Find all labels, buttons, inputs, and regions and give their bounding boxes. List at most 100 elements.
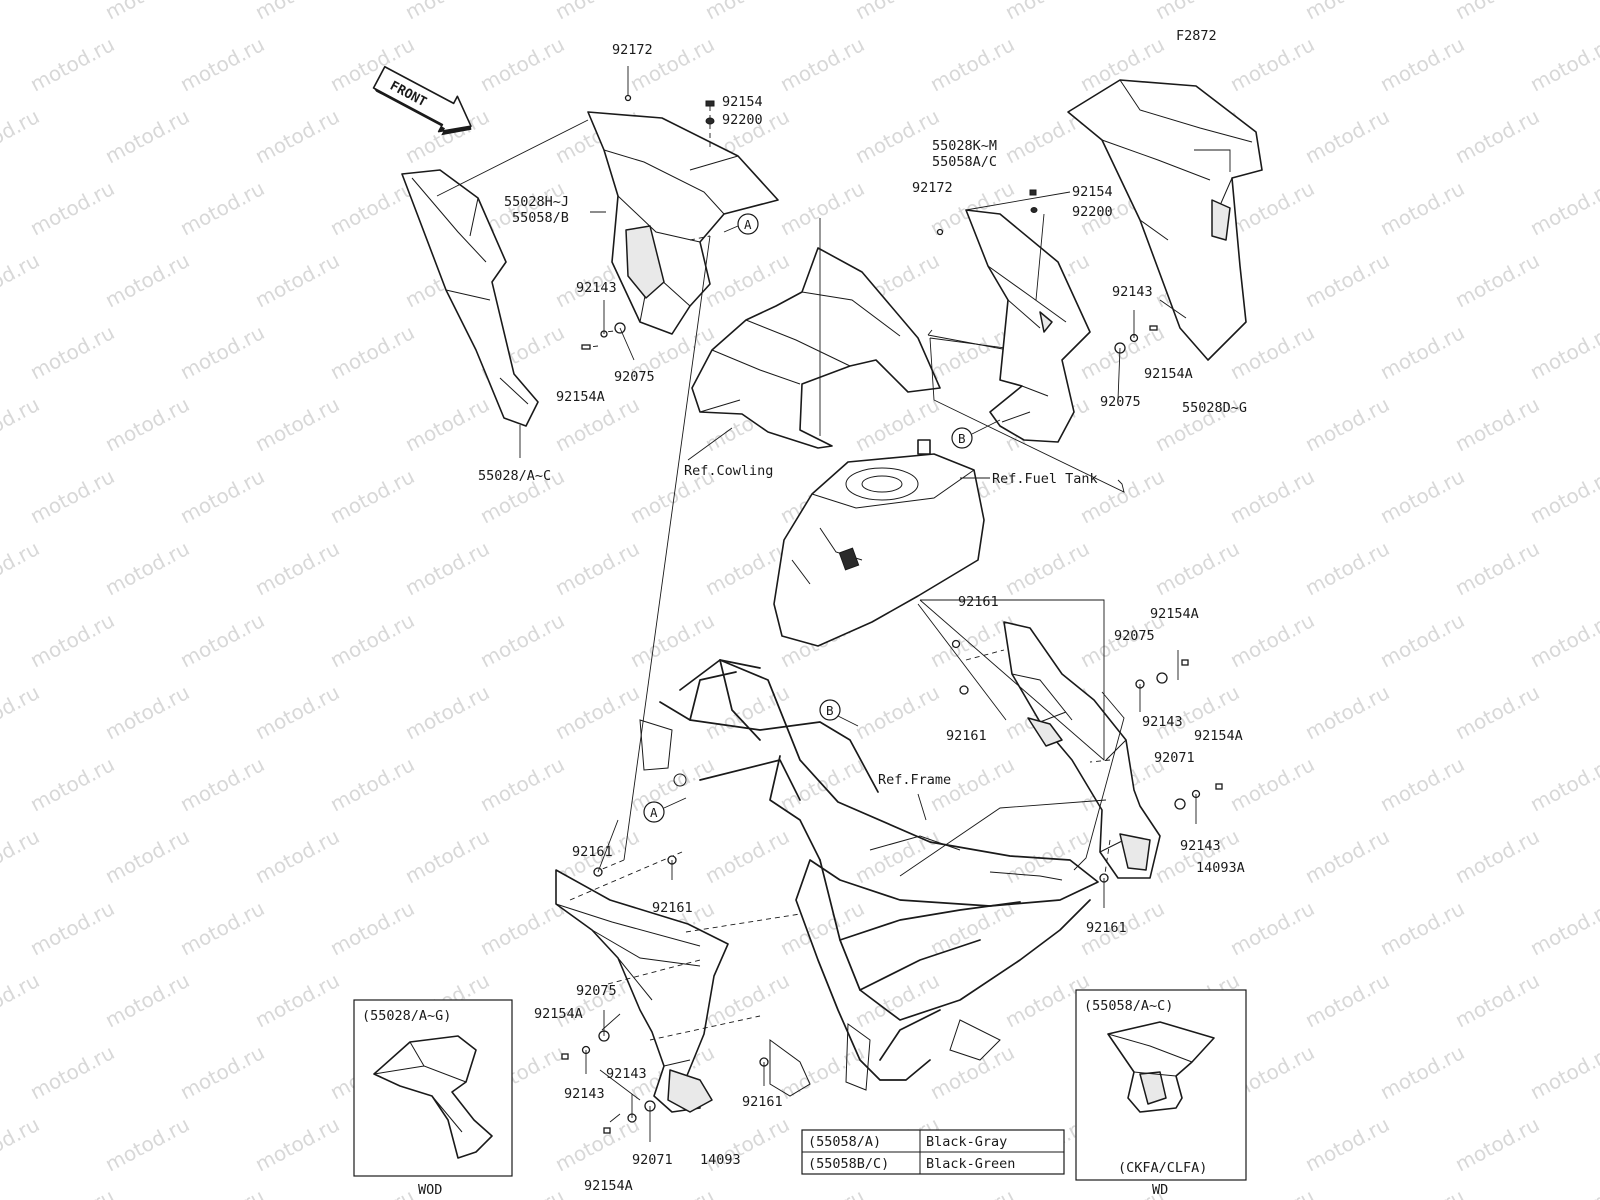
label-55058b: 55058/B: [512, 210, 569, 226]
bolt-icon: [936, 228, 944, 236]
watermark-text: motod.ru: [1226, 896, 1318, 960]
watermark-text: motod.ru: [551, 0, 643, 24]
watermark-text: motod.ru: [176, 176, 268, 240]
watermark-text: motod.ru: [476, 32, 568, 96]
washer-icon: [1030, 207, 1038, 213]
label-55028ac: 55028/A~C: [478, 468, 551, 484]
watermark-text: motod.ru: [776, 1040, 868, 1104]
bolt-icon: [581, 344, 591, 350]
watermark-text: motod.ru: [476, 1184, 568, 1200]
label-55028dg: 55028D~G: [1182, 400, 1247, 416]
watermark-text: motod.ru: [701, 968, 793, 1032]
label-92143-l2: 92143: [606, 1066, 647, 1082]
fuel-tank-ref: [773, 439, 985, 647]
label-92200: 92200: [722, 112, 763, 128]
watermark-text: motod.ru: [851, 680, 943, 744]
label-92143-right: 92143: [1112, 284, 1153, 300]
watermark-text: motod.ru: [1301, 0, 1393, 24]
watermark-text: motod.ru: [26, 176, 118, 240]
watermark-text: motod.ru: [0, 1112, 43, 1176]
label-92075-l: 92075: [576, 983, 617, 999]
watermark-text: motod.ru: [1526, 32, 1600, 96]
label-55028hj: 55028H~J: [504, 194, 569, 210]
watermark-text: motod.ru: [1526, 176, 1600, 240]
watermark-text: motod.ru: [176, 1040, 268, 1104]
watermark-text: motod.ru: [401, 0, 493, 24]
watermark-text: motod.ru: [1301, 536, 1393, 600]
watermark-text: motod.ru: [1376, 1040, 1468, 1104]
bolt-icon: [624, 94, 632, 102]
watermark-text: motod.ru: [0, 392, 43, 456]
watermark-text: motod.ru: [851, 104, 943, 168]
washer-icon: [705, 117, 715, 125]
watermark-text: motod.ru: [0, 824, 43, 888]
label-92161-l3: 92161: [742, 1094, 783, 1110]
label-92143-r1: 92143: [1142, 714, 1183, 730]
watermark-text: motod.ru: [1301, 968, 1393, 1032]
label-92161-l1: 92161: [572, 844, 613, 860]
label-92154a-l2: 92154A: [584, 1178, 633, 1194]
marker-a-upper: [737, 213, 759, 235]
label-92154a-right: 92154A: [1144, 366, 1193, 382]
washer-icon: [951, 639, 961, 649]
right-shroud-55028km: [965, 209, 1091, 443]
watermark-text: motod.ru: [1301, 1112, 1393, 1176]
watermark-text: motod.ru: [176, 320, 268, 384]
ref-frame: Ref.Frame: [878, 772, 951, 788]
label-92075-right: 92075: [1100, 394, 1141, 410]
watermark-text: motod.ru: [701, 248, 793, 312]
bolt-icon: [603, 1127, 611, 1134]
label-92071-l: 92071: [632, 1152, 673, 1168]
watermark-text: motod.ru: [401, 680, 493, 744]
color-table-row2-color: Black-Green: [926, 1156, 1015, 1172]
watermark-text: motod.ru: [626, 1184, 718, 1200]
marker-a-lower-label: A: [650, 805, 658, 820]
watermark-text: motod.ru: [326, 320, 418, 384]
watermark-text: motod.ru: [1376, 752, 1468, 816]
watermark-text: motod.ru: [326, 608, 418, 672]
marker-b-lower: [819, 699, 841, 721]
watermark-text: motod.ru: [26, 1040, 118, 1104]
watermark-text: motod.ru: [1451, 968, 1543, 1032]
watermark-text: motod.ru: [551, 680, 643, 744]
watermark-text: motod.ru: [401, 536, 493, 600]
label-92143-l1: 92143: [564, 1086, 605, 1102]
color-table-row2-part: (55058B/C): [808, 1156, 889, 1172]
watermark-text: motod.ru: [26, 1184, 118, 1200]
ref-fuel-tank: Ref.Fuel Tank: [992, 471, 1098, 487]
watermark-text: motod.ru: [0, 968, 43, 1032]
label-14093: 14093: [700, 1152, 741, 1168]
left-lower-cover: [555, 869, 729, 1113]
watermark-text: motod.ru: [326, 1184, 418, 1200]
watermark-text: motod.ru: [401, 392, 493, 456]
grommet-icon: [1156, 672, 1168, 684]
label-92172: 92172: [612, 42, 653, 58]
watermark-text: motod.ru: [1376, 464, 1468, 528]
watermark-text: motod.ru: [1376, 32, 1468, 96]
bolt-icon: [1149, 325, 1158, 331]
watermark-text: motod.ru: [101, 536, 193, 600]
color-table-row1-part: (55058/A): [808, 1134, 881, 1150]
watermark-text: motod.ru: [1226, 464, 1318, 528]
watermark-text: motod.ru: [101, 968, 193, 1032]
inset-right: (55058/A~C) (CKFA/CLFA) WD: [1075, 989, 1247, 1198]
marker-b-upper-label: B: [958, 431, 966, 446]
watermark-text: motod.ru: [1526, 608, 1600, 672]
watermark-text: motod.ru: [176, 1184, 268, 1200]
watermark-text: motod.ru: [101, 104, 193, 168]
watermark-text: motod.ru: [1376, 608, 1468, 672]
bolt-icon: [705, 100, 715, 107]
watermark-text: motod.ru: [1301, 104, 1393, 168]
watermark-text: motod.ru: [1451, 392, 1543, 456]
watermark-text: motod.ru: [1226, 32, 1318, 96]
bolt-icon: [1181, 659, 1189, 666]
color-table: (55058/A) Black-Gray (55058B/C) Black-Gr…: [801, 1129, 1065, 1175]
watermark-text: motod.ru: [1526, 896, 1600, 960]
watermark-text: motod.ru: [101, 248, 193, 312]
watermark-text: motod.ru: [0, 680, 43, 744]
watermark-text: motod.ru: [251, 392, 343, 456]
watermark-text: motod.ru: [0, 104, 43, 168]
bolt-icon: [561, 1053, 569, 1060]
inset-left-title: (55028/A~G): [362, 1008, 451, 1024]
washer-icon: [959, 685, 969, 695]
